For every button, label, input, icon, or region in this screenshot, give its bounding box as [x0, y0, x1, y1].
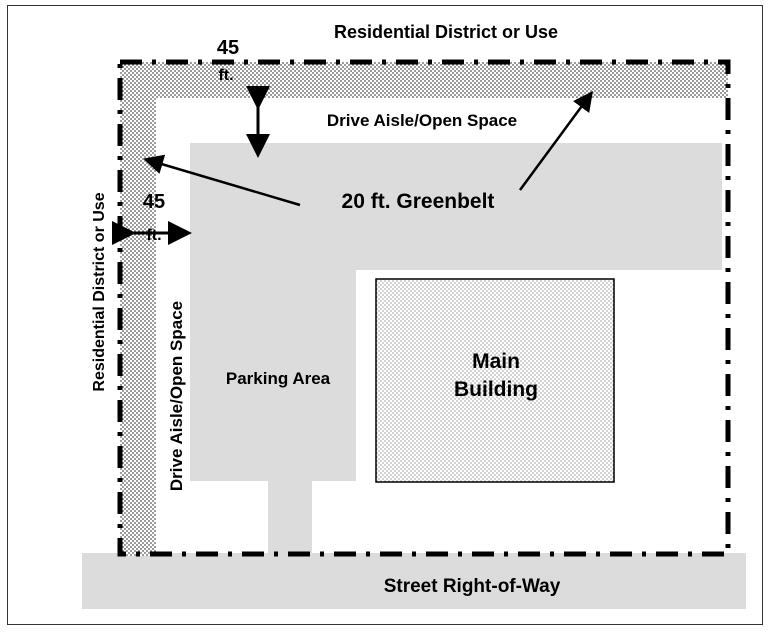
label-drive-aisle-top: Drive Aisle/Open Space [327, 111, 517, 130]
greenbelt-left [120, 62, 156, 556]
main-building [375, 278, 615, 483]
label-setback-left-unit: ft. [146, 227, 161, 244]
greenbelt-top [120, 62, 728, 98]
label-street: Street Right-of-Way [384, 576, 561, 597]
parking-paving [190, 143, 722, 481]
street-right-of-way [82, 553, 746, 609]
property-line [117, 59, 731, 557]
label-drive-aisle-left: Drive Aisle/Open Space [167, 301, 186, 491]
label-top-district: Residential District or Use [334, 22, 558, 42]
label-setback-left-value: 45 [143, 191, 165, 213]
label-setback-top-unit: ft. [218, 67, 233, 84]
label-building-line1: Main [472, 350, 520, 373]
greenbelt-arrow-left [143, 154, 301, 207]
driveway [268, 481, 312, 553]
label-parking-area: Parking Area [226, 369, 331, 388]
label-building-line2: Building [454, 378, 538, 401]
label-left-district: Residential District or Use [91, 192, 108, 391]
greenbelt-arrow-top [518, 90, 593, 191]
label-setback-top-value: 45 [217, 37, 239, 59]
label-greenbelt: 20 ft. Greenbelt [342, 190, 495, 213]
